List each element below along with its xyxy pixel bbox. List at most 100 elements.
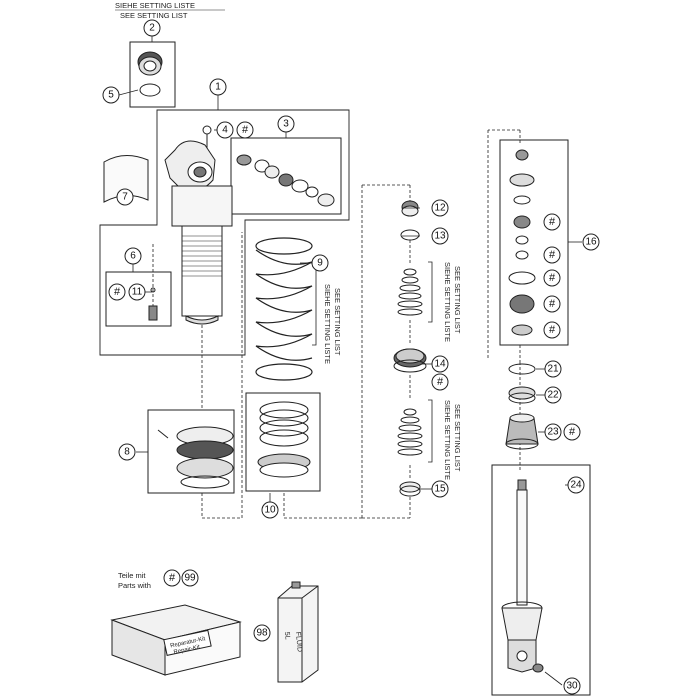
part-22-seal	[508, 386, 536, 404]
svg-text:12: 12	[434, 203, 446, 214]
callout-14: 14	[431, 355, 449, 373]
callout-13: 13	[431, 227, 449, 245]
callout-9: 9	[311, 254, 329, 272]
svg-text:#: #	[549, 324, 556, 336]
shim-stack-upper	[397, 268, 423, 316]
callout-6: 6	[124, 247, 142, 265]
part-21-ring	[508, 363, 536, 375]
setting-note-upper-en: SEE SETTING LIST	[453, 266, 462, 334]
svg-text:13: 13	[434, 231, 446, 242]
svg-text:15: 15	[434, 484, 446, 495]
svg-text:21: 21	[547, 364, 559, 375]
svg-text:8: 8	[124, 447, 130, 458]
callout-11: 11	[128, 283, 146, 301]
frame-part-8	[147, 409, 235, 494]
callout-24: 24	[567, 476, 585, 494]
callout-3: 3	[277, 115, 295, 133]
svg-text:#: #	[549, 298, 556, 310]
callout-7: 7	[116, 188, 134, 206]
callout-10: 10	[261, 501, 279, 519]
svg-text:1: 1	[215, 82, 221, 93]
part-9-spring	[255, 237, 313, 381]
part-15-washer	[399, 481, 421, 497]
svg-text:6: 6	[130, 251, 136, 262]
svg-text:#: #	[549, 249, 556, 261]
part-7-sleeve	[103, 155, 149, 203]
part-3-components	[236, 154, 335, 207]
svg-text:7: 7	[122, 192, 128, 203]
svg-text:98: 98	[256, 628, 268, 639]
svg-text:#: #	[437, 376, 444, 388]
part-10-spring-seats	[257, 401, 311, 478]
frame-part-10	[245, 392, 321, 492]
callout-12: 12	[431, 199, 449, 217]
hash-marker-16e: #	[543, 321, 561, 339]
svg-text:10: 10	[264, 505, 276, 516]
svg-text:#: #	[242, 124, 249, 136]
part-1-shock-body	[164, 125, 233, 325]
svg-text:2: 2	[149, 23, 155, 34]
callout-99: 99	[181, 569, 199, 587]
repair-kit-label-en: Repair-Kit	[173, 644, 201, 655]
part-98-fluid-can: FLUID 5L	[277, 581, 319, 683]
frame-main-shock	[99, 109, 350, 356]
kit-note-de: Teile mit	[118, 571, 146, 580]
svg-text:#: #	[569, 426, 576, 438]
callout-8: 8	[118, 443, 136, 461]
svg-text:#: #	[114, 286, 121, 298]
part-14-piston	[393, 348, 427, 373]
part-30-bushing	[532, 663, 544, 673]
callout-15: 15	[431, 480, 449, 498]
svg-text:22: 22	[547, 390, 559, 401]
hash-marker-11: #	[108, 283, 126, 301]
hash-marker-4: #	[236, 121, 254, 139]
callout-5: 5	[102, 86, 120, 104]
svg-text:5: 5	[108, 90, 114, 101]
part-24-piston-rod	[501, 479, 543, 673]
setting-note-upper-de: SIEHE SETTING LISTE	[443, 262, 452, 342]
svg-text:#: #	[549, 272, 556, 284]
part-8-adjuster	[157, 426, 234, 489]
frame-part-16	[499, 139, 569, 346]
svg-text:99: 99	[184, 573, 196, 584]
leader-lines	[118, 36, 582, 686]
svg-text:11: 11	[132, 287, 143, 298]
svg-text:#: #	[169, 572, 176, 584]
header-setting-note-de: SIEHE SETTING LISTE	[115, 1, 195, 10]
hash-marker-23: #	[563, 423, 581, 441]
callout-22: 22	[544, 386, 562, 404]
frame-part-6	[105, 271, 172, 327]
frame-part-24	[491, 464, 591, 696]
part-2-bearing	[137, 51, 163, 97]
svg-text:3: 3	[283, 119, 289, 130]
svg-text:23: 23	[547, 427, 559, 438]
header-setting-note-en: SEE SETTING LIST	[120, 11, 188, 20]
callout-30: 30	[563, 677, 581, 695]
svg-text:24: 24	[570, 480, 582, 491]
setting-note-lower-de: SIEHE SETTING LISTE	[443, 400, 452, 480]
fluid-volume: 5L	[283, 632, 291, 640]
callout-2: 2	[143, 19, 161, 37]
callout-16: 16	[582, 233, 600, 251]
setting-note-spring-de: SIEHE SETTING LISTE	[323, 284, 332, 364]
hash-marker-16a: #	[543, 213, 561, 231]
callout-21: 21	[544, 360, 562, 378]
hash-marker-14: #	[431, 373, 449, 391]
callout-1: 1	[209, 78, 227, 96]
part-23-bumper	[505, 413, 539, 450]
svg-text:#: #	[549, 216, 556, 228]
callout-4: 4	[216, 121, 234, 139]
svg-text:4: 4	[222, 125, 228, 136]
dashed-connectors	[201, 129, 521, 519]
hash-marker-99: #	[163, 569, 181, 587]
svg-text:30: 30	[566, 681, 578, 692]
hash-marker-16c: #	[543, 269, 561, 287]
setting-note-lower-en: SEE SETTING LIST	[453, 404, 462, 472]
part-12-nut	[401, 200, 419, 217]
kit-note-en: Parts with	[118, 581, 151, 590]
hash-marker-16d: #	[543, 295, 561, 313]
fluid-label: FLUID	[294, 632, 303, 653]
svg-text:14: 14	[434, 359, 446, 370]
